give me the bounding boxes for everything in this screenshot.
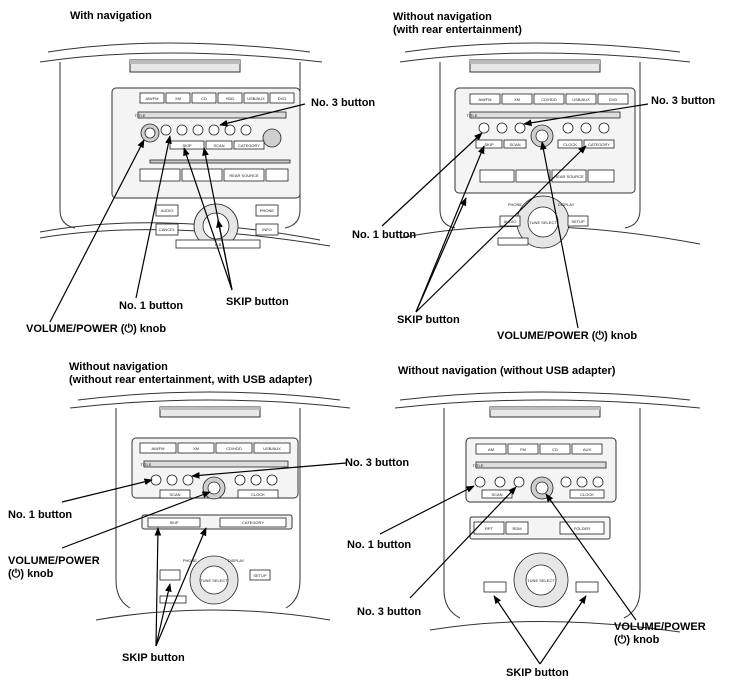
panel-1-skip-callout: SKIP button (226, 296, 289, 308)
panel-1-no1-callout: No. 1 button (119, 300, 184, 312)
panel-2-no1-callout: No. 1 button (352, 229, 417, 241)
panel-1-leader-lines (49, 103, 306, 323)
panel-4-skip-callout: SKIP button (506, 667, 569, 679)
panel-2-skip-callout: SKIP button (397, 314, 460, 326)
panel-3-leader-lines (61, 462, 347, 647)
panel-3-title: Without navigation (without rear enterta… (69, 361, 313, 386)
panel-4-buttons (473, 443, 607, 608)
panel-1-buttons (137, 92, 295, 249)
panel-2-buttons (469, 93, 629, 249)
panel-4-no1-callout: No. 1 button (347, 539, 412, 551)
panel-4-leader-lines (379, 485, 637, 665)
panel-3-buttons (139, 442, 291, 605)
panel-2-leader-lines (381, 103, 649, 329)
panel-2-volume-callout: VOLUME/POWER (⏻) knob (497, 330, 638, 342)
panel-2-title: Without navigation (with rear entertainm… (393, 11, 522, 36)
panel-2-no3-callout: No. 3 button (651, 95, 716, 107)
panel-4-volume-callout: VOLUME/POWER (⏻) knob (614, 621, 706, 646)
panel-1-no3-callout: No. 3 button (311, 97, 376, 109)
panel-1-volume-callout: VOLUME/POWER (⏻) knob (26, 323, 167, 335)
panel-4-no3-callout: No. 3 button (357, 606, 422, 618)
panel-3-no1-callout: No. 1 button (8, 509, 73, 521)
panel-1-title: With navigation (70, 10, 152, 22)
panel-3-volume-callout: VOLUME/POWER (⏻) knob (8, 555, 100, 580)
panel-3-no3-callout: No. 3 button (345, 457, 410, 469)
panel-3-skip-callout: SKIP button (122, 652, 185, 664)
panel-4-title: Without navigation (without USB adapter) (398, 365, 616, 377)
